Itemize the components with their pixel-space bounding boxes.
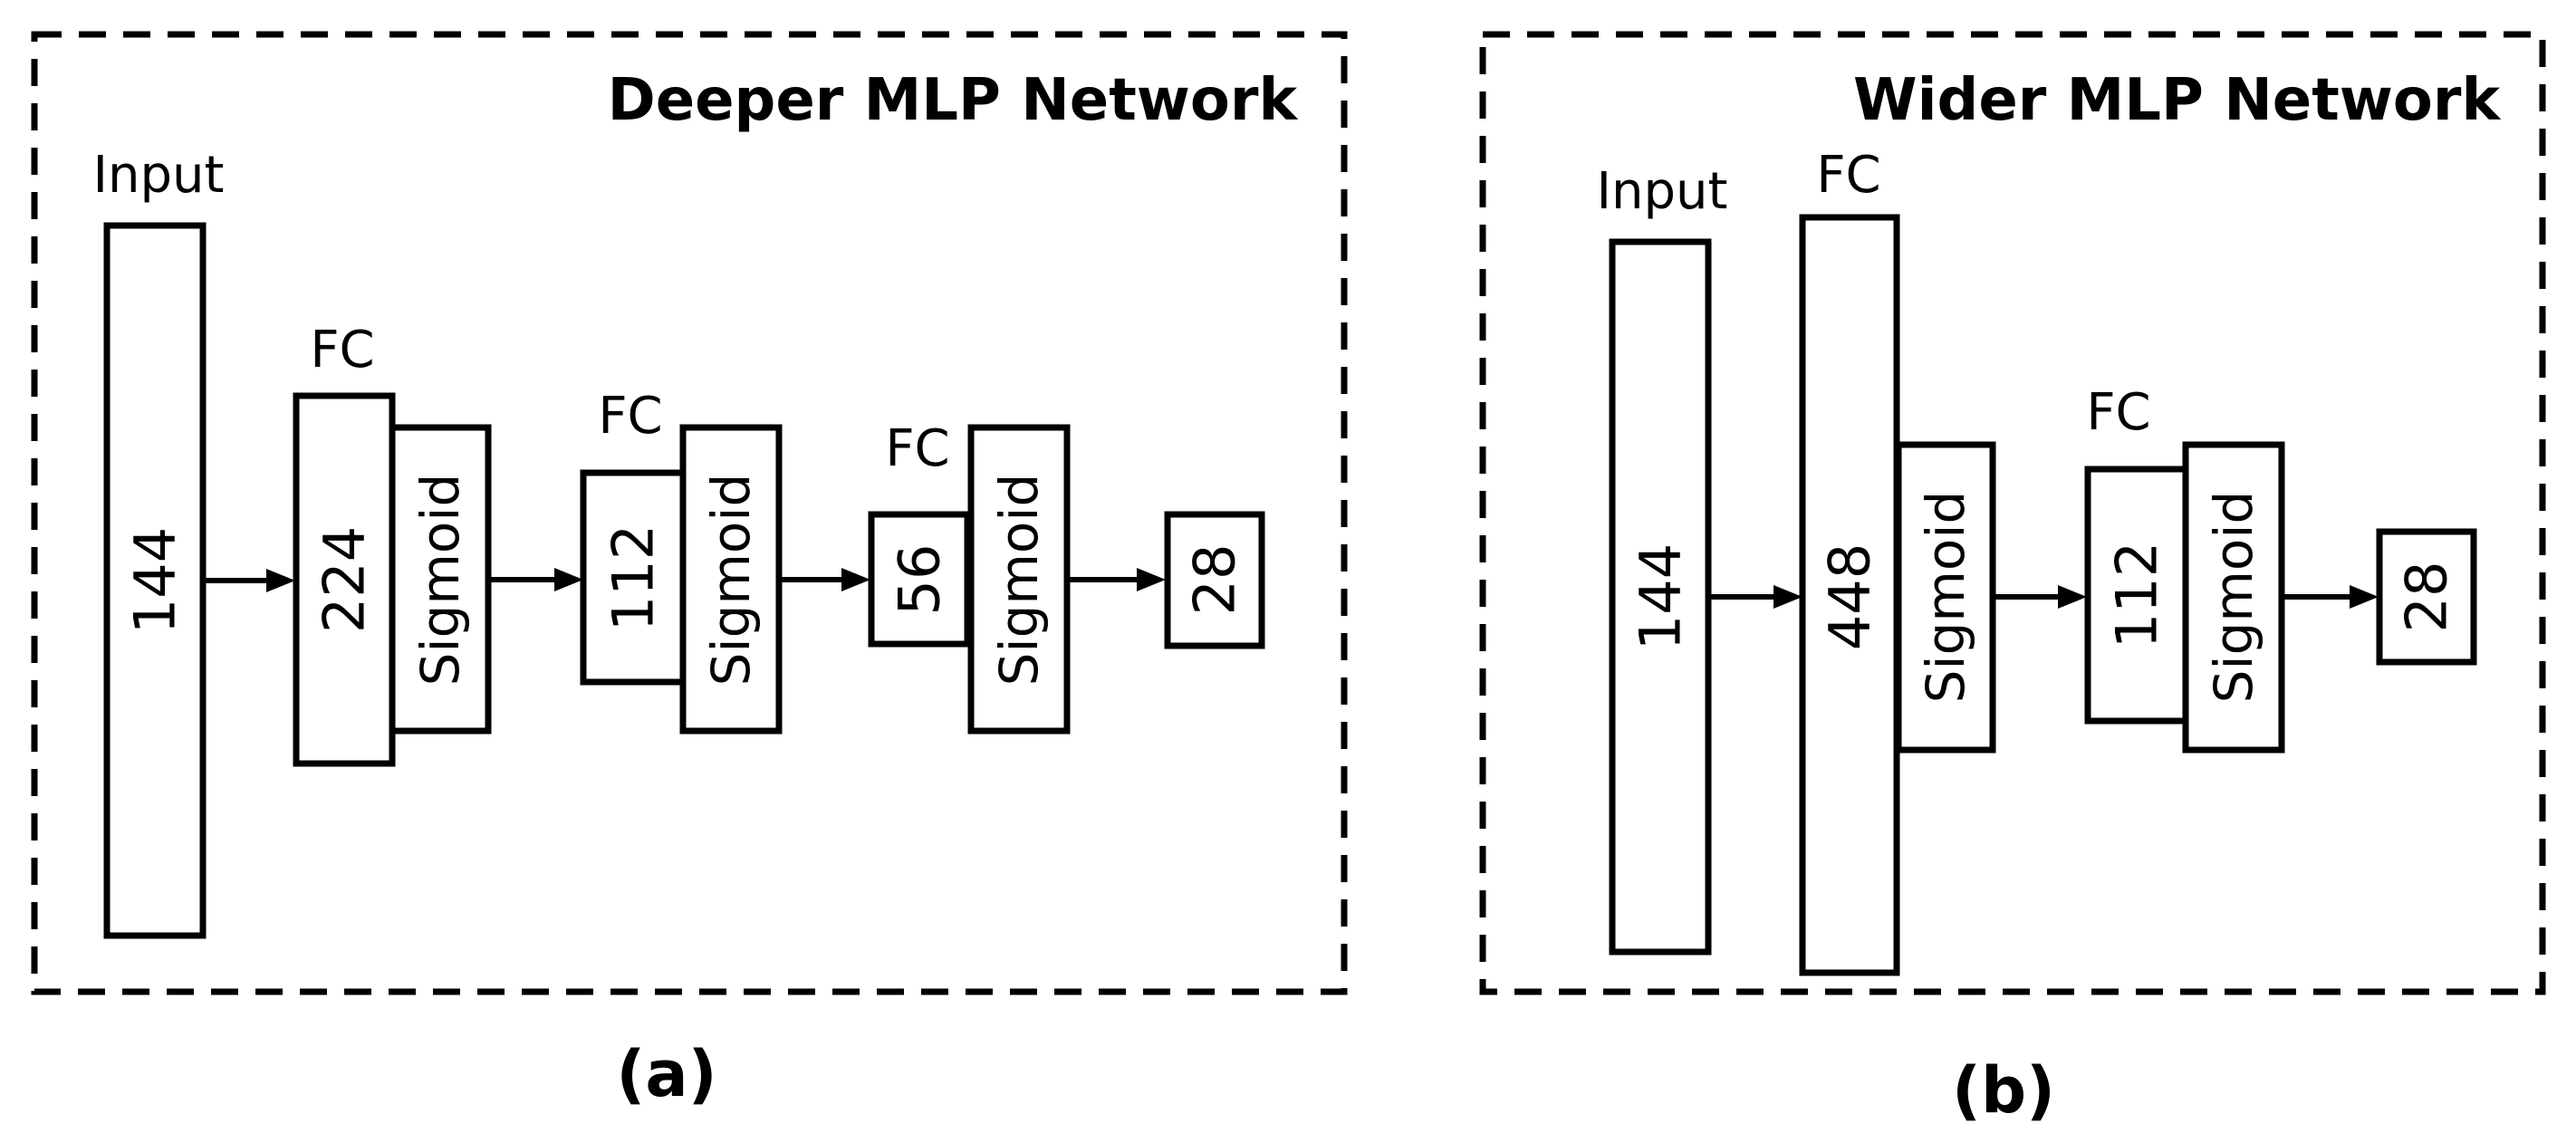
panel-a-arrowhead-4 [1137,568,1166,591]
panel-a-fc3-label: FC [885,419,949,478]
panel-b-caption: (b) [1952,1053,2055,1128]
panel-b-fc2-value: 112 [2104,542,2170,648]
panel-a-fc2-box [580,469,687,686]
panel-b-arrowhead-2 [2058,585,2087,609]
panel-b: Wider MLP Network Input 144 FC 448 Sigmo… [1479,31,2546,1128]
panel-b-output-value: 28 [2394,562,2460,633]
panel-b-input-label: Input [1596,162,1727,221]
panel-b-sigmoid1-box [1895,441,1996,754]
panel-a-fc1-value: 224 [312,526,378,633]
panel-a-output-box [1164,511,1265,649]
panel-a-sigmoid1-label: Sigmoid [409,474,471,687]
panel-a-fc3-box [868,511,971,648]
panel-a-fc1-box [293,392,396,767]
panel-b-output-box [2376,528,2477,666]
panel-a-input-value: 144 [122,527,188,634]
panel-b-sigmoid2-box [2182,441,2285,754]
panel-a-output-value: 28 [1182,544,1248,616]
panel-a-frame [31,31,1348,995]
panel-b-sigmoid1-label: Sigmoid [1915,491,1976,704]
panel-b-frame [1479,31,2546,995]
panel-a-sigmoid2-box [679,424,783,735]
panel-a-sigmoid3-label: Sigmoid [988,474,1050,687]
panel-b-fc1-box [1799,214,1900,976]
panel-a-fc3-value: 56 [887,544,953,616]
panel-a-sigmoid3-box [967,424,1071,735]
panel-b-input-box [1609,238,1712,956]
panel-b-title: Wider MLP Network [1853,67,2501,134]
panel-a-arrowhead-1 [266,569,295,592]
panel-b-arrowhead-1 [1773,585,1802,609]
panel-a-fc2-label: FC [598,387,662,446]
panel-a-caption: (a) [616,1037,716,1111]
panel-a: Deeper MLP Network Input 144 FC 224 Sigm… [31,31,1348,1111]
panel-a-arrowhead-2 [554,568,583,591]
panel-b-fc2-label: FC [2086,383,2150,442]
panel-a-fc2-value: 112 [601,524,667,631]
panel-b-sigmoid2-label: Sigmoid [2203,491,2264,704]
panel-b-input-value: 144 [1628,543,1694,650]
panel-b-fc1-value: 448 [1817,543,1883,650]
panel-b-arrowhead-3 [2350,585,2379,609]
panel-a-sigmoid2-label: Sigmoid [700,474,762,687]
panel-b-fc2-box [2084,466,2189,725]
panel-a-arrowhead-3 [841,568,870,591]
panel-a-input-box [103,222,207,939]
panel-a-title: Deeper MLP Network [608,67,1299,134]
panel-a-input-label: Input [92,146,224,205]
panel-b-fc1-label: FC [1816,146,1880,205]
panel-a-fc1-label: FC [310,321,374,379]
